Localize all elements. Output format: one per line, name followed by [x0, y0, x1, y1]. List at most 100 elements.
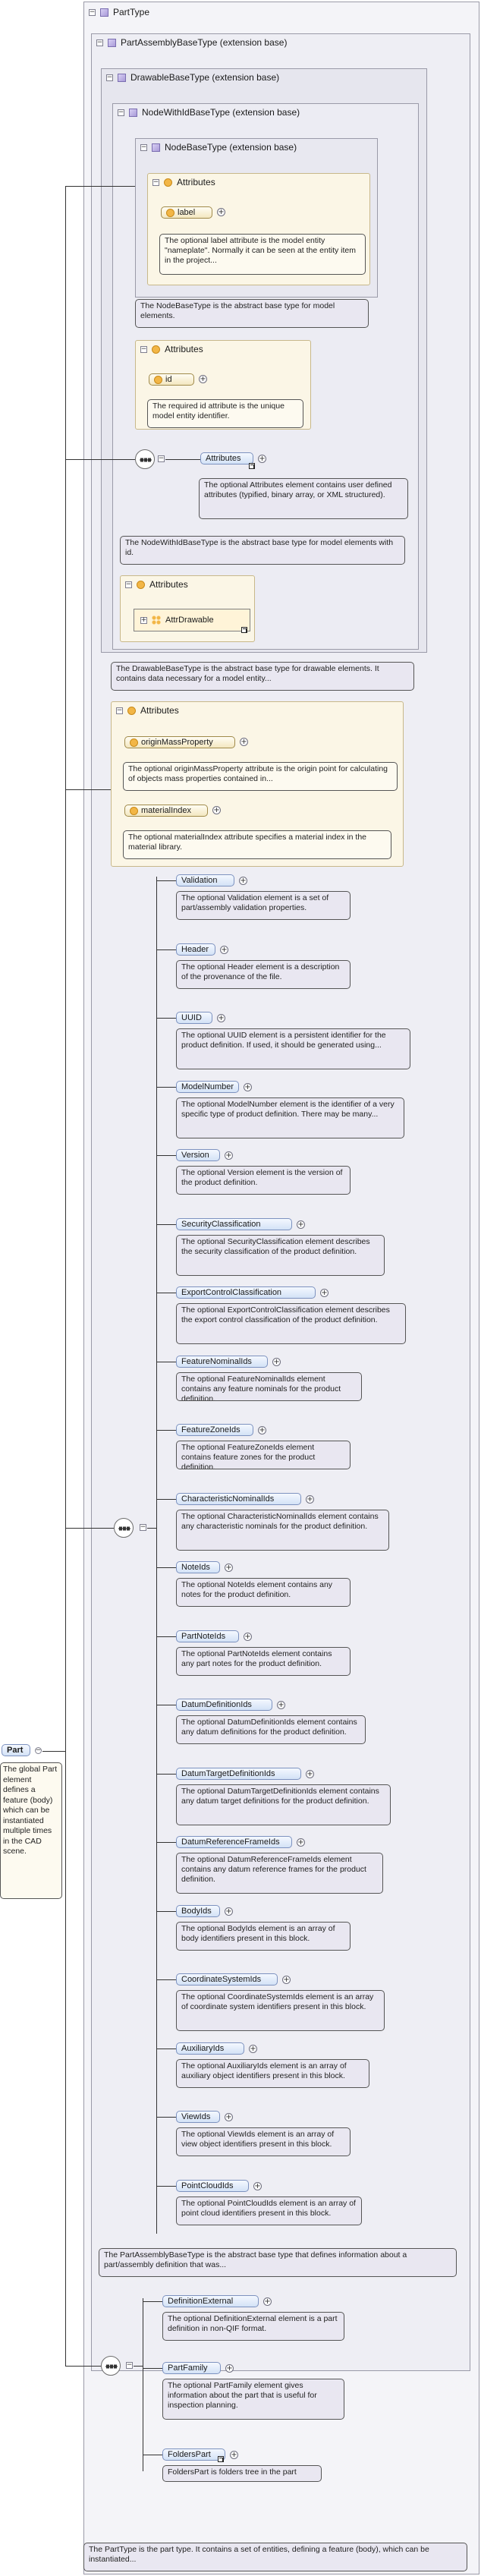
sequence-element-annotation: The optional ExportControlClassification…	[176, 1303, 406, 1344]
collapse-toggle[interactable]: −	[116, 706, 123, 714]
sequence-element-9[interactable]: CharacteristicNominalIds	[176, 1493, 301, 1505]
expand-plus-icon[interactable]: +	[253, 2182, 262, 2190]
connector-line	[156, 1224, 176, 1225]
collapse-toggle[interactable]: −	[140, 143, 147, 151]
sequence-element-12[interactable]: DatumDefinitionIds	[176, 1699, 272, 1711]
collapse-toggle[interactable]: −	[140, 345, 147, 353]
expand-toggle[interactable]: +	[140, 616, 147, 624]
attributes-label: Attributes	[165, 344, 203, 354]
collapse-toggle[interactable]: −	[106, 73, 113, 81]
expand-plus-icon[interactable]: +	[277, 1701, 285, 1709]
collapse-toggle[interactable]: −	[125, 580, 132, 588]
expand-plus-icon[interactable]: +	[225, 1564, 233, 1572]
sequence-element-13[interactable]: DatumTargetDefinitionIds	[176, 1768, 301, 1780]
part-element-2[interactable]: FoldersPart	[162, 2448, 225, 2461]
sequence-element-15[interactable]: BodyIds	[176, 1905, 220, 1917]
sequence-element-2[interactable]: UUID	[176, 1012, 212, 1024]
expand-plus-icon[interactable]: +	[244, 1083, 252, 1091]
sequence-element-18[interactable]: ViewIds	[176, 2111, 220, 2123]
type-link-icon[interactable]	[241, 627, 247, 633]
expand-plus-icon[interactable]: +	[225, 1907, 233, 1916]
collapse-toggle[interactable]: −	[118, 108, 124, 116]
expand-plus-icon[interactable]: +	[282, 1976, 291, 1984]
expand-plus-icon[interactable]: +	[272, 1358, 281, 1366]
sequence-element-name: UUID	[181, 1013, 202, 1022]
label-attribute[interactable]: label	[161, 206, 212, 219]
expand-plus-icon[interactable]: +	[306, 1770, 314, 1778]
sequence-compositor-icon[interactable]	[101, 2356, 121, 2376]
part-element-0[interactable]: DefinitionExternal	[162, 2295, 259, 2307]
sequence-compositor-icon[interactable]	[135, 449, 155, 469]
expand-plus-icon[interactable]: +	[217, 1014, 225, 1022]
sequence-element-5[interactable]: SecurityClassification	[176, 1218, 292, 1230]
sequence-element-7[interactable]: FeatureNominalIds	[176, 1356, 268, 1368]
drawablebase-header: − DrawableBaseType (extension base)	[106, 72, 279, 83]
expand-plus-icon[interactable]: +	[240, 738, 248, 746]
sequence-element-4[interactable]: Version	[176, 1149, 220, 1161]
id-attribute[interactable]: id	[149, 373, 194, 386]
expand-plus-icon[interactable]: +	[212, 806, 221, 814]
sequence-element-6[interactable]: ExportControlClassification	[176, 1286, 316, 1299]
collapse-toggle[interactable]: −	[35, 1746, 42, 1754]
partassemblybase-header: − PartAssemblyBaseType (extension base)	[96, 37, 287, 48]
expand-plus-icon[interactable]: +	[249, 2045, 257, 2053]
sequence-element-3[interactable]: ModelNumber	[176, 1081, 239, 1093]
origin-mass-property-attribute[interactable]: originMassProperty	[124, 736, 235, 748]
expand-plus-icon[interactable]: +	[239, 877, 247, 885]
connector-line	[156, 1636, 176, 1637]
sequence-element-11[interactable]: PartNoteIds	[176, 1630, 239, 1642]
sequence-element-annotation: The optional DatumTargetDefinitionIds el…	[176, 1784, 391, 1825]
sequence-element-17[interactable]: AuxiliaryIds	[176, 2042, 244, 2055]
sequence-element-14[interactable]: DatumReferenceFrameIds	[176, 1836, 292, 1848]
sequence-element-name: BodyIds	[181, 1907, 212, 1916]
expand-plus-icon[interactable]: +	[297, 1220, 305, 1229]
sequence-element-name: Validation	[181, 876, 218, 885]
sequence-compositor-icon[interactable]	[114, 1518, 134, 1538]
expand-plus-icon[interactable]: +	[225, 2113, 233, 2121]
sequence-element-name: ExportControlClassification	[181, 1288, 282, 1297]
sequence-element-1[interactable]: Header	[176, 943, 215, 956]
connector-line	[156, 2117, 176, 2118]
material-index-attribute[interactable]: materialIndex	[124, 805, 208, 817]
part-element-1[interactable]: PartFamily	[162, 2362, 221, 2374]
attributes-element[interactable]: Attributes	[200, 452, 253, 464]
label-attribute-name: label	[178, 208, 196, 217]
collapse-toggle[interactable]: −	[140, 1523, 146, 1531]
complex-type-icon	[100, 8, 108, 17]
sequence-element-0[interactable]: Validation	[176, 874, 234, 886]
parttype-annotation: The PartType is the part type. It contai…	[83, 2543, 467, 2571]
collapse-toggle[interactable]: −	[89, 8, 96, 16]
expand-plus-icon[interactable]: +	[217, 208, 225, 216]
expand-plus-icon[interactable]: +	[258, 1426, 266, 1434]
expand-plus-icon[interactable]: +	[320, 1289, 329, 1297]
type-link-icon[interactable]	[249, 463, 255, 469]
expand-plus-icon[interactable]: +	[244, 1633, 252, 1641]
attr-drawable-group[interactable]: + AttrDrawable	[134, 609, 250, 631]
sequence-element-16[interactable]: CoordinateSystemIds	[176, 1973, 278, 1986]
expand-plus-icon[interactable]: +	[225, 2364, 234, 2373]
expand-plus-icon[interactable]: +	[258, 455, 266, 463]
expand-plus-icon[interactable]: +	[199, 375, 207, 383]
expand-plus-icon[interactable]: +	[297, 1838, 305, 1847]
expand-plus-icon[interactable]: +	[230, 2451, 238, 2459]
sequence-element-10[interactable]: NoteIds	[176, 1561, 220, 1573]
collapse-toggle[interactable]: −	[152, 178, 159, 186]
expand-plus-icon[interactable]: +	[220, 946, 228, 954]
collapse-toggle[interactable]: −	[158, 455, 165, 462]
collapse-toggle[interactable]: −	[96, 38, 103, 46]
expand-plus-icon[interactable]: +	[225, 1151, 233, 1160]
origin-mass-property-name: originMassProperty	[141, 738, 213, 747]
connector-line	[156, 1842, 176, 1843]
id-annotation: The required id attribute is the unique …	[147, 399, 303, 428]
expand-plus-icon[interactable]: +	[306, 1495, 314, 1504]
connector-line	[156, 880, 176, 881]
sequence-element-19[interactable]: PointCloudIds	[176, 2180, 249, 2192]
type-link-icon[interactable]	[218, 2456, 224, 2462]
collapse-toggle[interactable]: −	[126, 2361, 133, 2369]
expand-plus-icon[interactable]: +	[263, 2297, 272, 2306]
sequence-element-8[interactable]: FeatureZoneIds	[176, 1424, 253, 1436]
sequence-element-annotation: The optional CoordinateSystemIds element…	[176, 1990, 385, 2031]
nodebase-title: NodeBaseType (extension base)	[165, 142, 297, 153]
sequence-element-name: AuxiliaryIds	[181, 2044, 225, 2053]
part-element[interactable]: Part	[2, 1744, 30, 1756]
